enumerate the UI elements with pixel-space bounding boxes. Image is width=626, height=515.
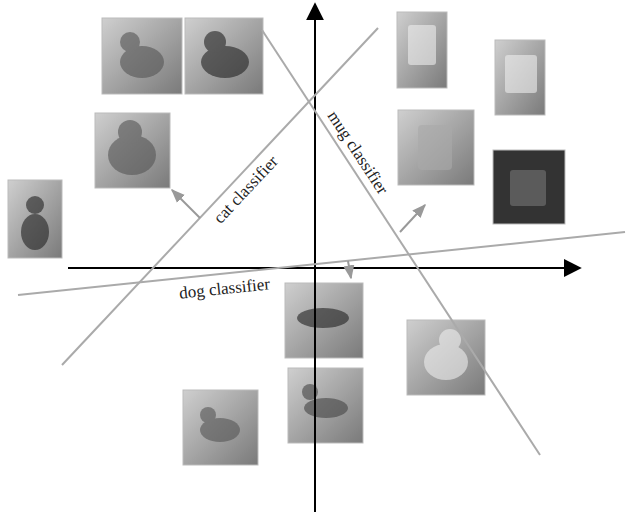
mug-normal-arrow xyxy=(400,205,425,232)
classifier-label: mug classifier xyxy=(325,107,392,197)
photo-subjects xyxy=(21,25,546,442)
y-axis xyxy=(314,4,316,512)
classifier-label: cat classifier xyxy=(211,152,282,226)
dog-boundary xyxy=(18,232,625,295)
dog-normal-arrow xyxy=(348,261,351,278)
mug-boundary xyxy=(262,30,540,455)
cat-normal-arrow xyxy=(172,190,200,218)
x-axis xyxy=(68,267,580,269)
cat-boundary xyxy=(62,28,378,365)
classifier-label: dog classifier xyxy=(179,275,271,301)
photo-thumbnails xyxy=(8,12,565,465)
